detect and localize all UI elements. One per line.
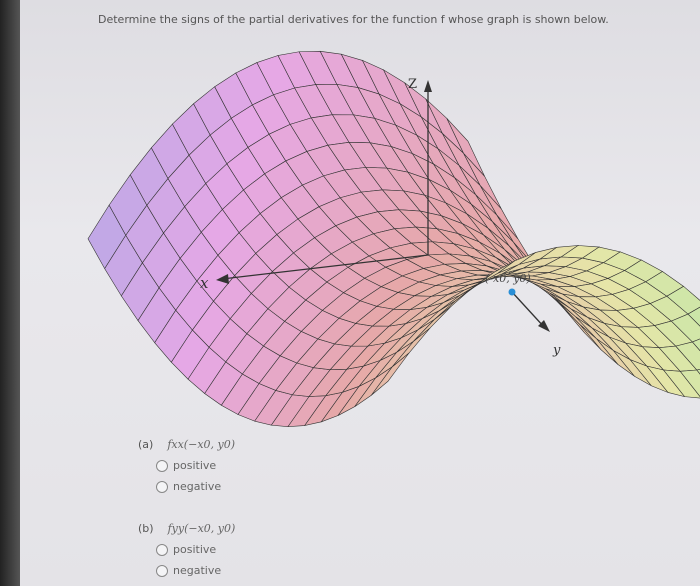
- part-a-option-positive[interactable]: positive: [156, 459, 235, 472]
- question-text: Determine the signs of the partial deriv…: [98, 13, 609, 26]
- part-a-expression: fxx(−x0, y0): [167, 438, 236, 451]
- part-b: (b) fyy(−x0, y0) positive negative: [138, 522, 235, 577]
- option-label: positive: [173, 543, 217, 556]
- part-b-expression: fyy(−x0, y0): [167, 522, 236, 535]
- y-axis: [511, 291, 546, 329]
- x-axis: [221, 254, 429, 280]
- screen-bezel: [0, 0, 20, 586]
- radio-icon[interactable]: [156, 543, 168, 556]
- z-axis-label: Z: [408, 77, 417, 92]
- point-label: (-x0, y0): [485, 272, 531, 285]
- radio-icon[interactable]: [156, 564, 168, 577]
- part-b-option-negative[interactable]: negative: [156, 564, 235, 577]
- option-label: positive: [173, 459, 217, 472]
- y-axis-arrow-icon: [538, 320, 550, 332]
- part-a-label: (a): [138, 438, 154, 451]
- part-b-option-positive[interactable]: positive: [156, 543, 235, 556]
- surface-patch: [696, 368, 700, 375]
- point-marker: [508, 288, 516, 296]
- part-a-option-negative[interactable]: negative: [156, 480, 235, 493]
- part-b-label: (b): [138, 522, 154, 535]
- radio-icon[interactable]: [156, 459, 168, 472]
- option-label: negative: [173, 480, 222, 493]
- x-axis-arrow-icon: [216, 274, 229, 284]
- radio-icon[interactable]: [156, 480, 168, 493]
- saddle-surface: [87, 50, 700, 427]
- part-a: (a) fxx(−x0, y0) positive negative: [138, 438, 235, 493]
- option-label: negative: [173, 564, 222, 577]
- surface-patch: [691, 338, 700, 352]
- x-axis-label: x: [200, 274, 209, 292]
- z-axis-arrow-icon: [424, 80, 432, 92]
- surface-patch: [687, 306, 700, 327]
- y-axis-label: y: [552, 343, 561, 358]
